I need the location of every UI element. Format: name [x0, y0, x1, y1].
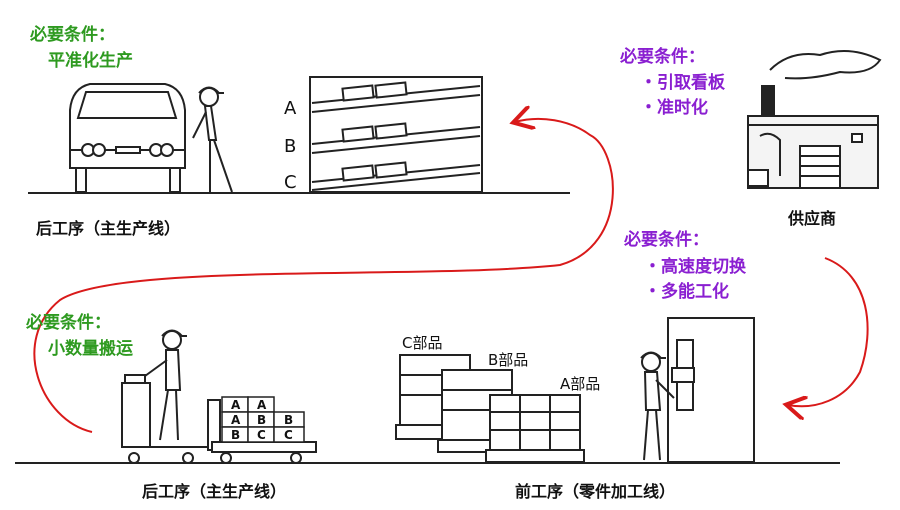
condition-item-top-left: 平准化生产: [48, 51, 133, 71]
arrow-front-to-top: [33, 119, 614, 433]
caption-bottom-left: 后工序（主生产线）: [142, 482, 287, 501]
condition-title-top-left: 必要条件：: [30, 25, 115, 45]
crate-label: A: [231, 398, 241, 412]
condition-item-bottom-left: 小数量搬运: [48, 339, 133, 359]
front-item-changeover: ・高速度切换: [644, 257, 746, 277]
crate-label: C: [257, 428, 266, 442]
condition-title-supplier: 必要条件：: [620, 47, 705, 67]
supplier-item-kanban: ・引取看板: [640, 73, 725, 93]
worker-icon-bottom: [144, 329, 187, 441]
caption-front: 前工序（零件加工线）: [515, 482, 676, 501]
flow-rack: [309, 76, 483, 193]
caption-supplier: 供应商: [788, 209, 837, 228]
tugger-cart-icon: [121, 374, 317, 464]
front-item-multiskill: ・多能工化: [644, 282, 729, 302]
worker-icon-front: [640, 351, 675, 461]
arrow-supplier-to-machine: [788, 257, 869, 406]
part-label-c: C部品: [402, 334, 443, 352]
machine-icon: [667, 317, 755, 463]
lane-label-c: C: [284, 172, 297, 193]
part-label-b: B部品: [488, 351, 529, 369]
part-label-a: A部品: [560, 375, 601, 393]
crate-label: C: [284, 428, 293, 442]
crate-label: B: [231, 428, 241, 442]
worker-icon-top: [192, 86, 233, 193]
crate-stack: [221, 396, 305, 443]
crate-label: A: [257, 398, 267, 412]
crate-label: B: [284, 413, 294, 427]
lane-label-b: B: [284, 136, 297, 157]
supplier-item-jit: ・准时化: [640, 98, 708, 118]
parts-stacks: [395, 354, 585, 463]
caption-top-left: 后工序（主生产线）: [36, 219, 181, 238]
crate-label: B: [257, 413, 267, 427]
lane-label-a: A: [284, 98, 297, 119]
factory-icon: [747, 50, 882, 189]
condition-title-bottom-left: 必要条件：: [26, 313, 111, 333]
crate-letters: A A A B B B C C: [222, 397, 304, 442]
car-icon: [69, 83, 186, 193]
condition-title-front: 必要条件：: [624, 230, 709, 250]
crate-label: A: [231, 413, 241, 427]
